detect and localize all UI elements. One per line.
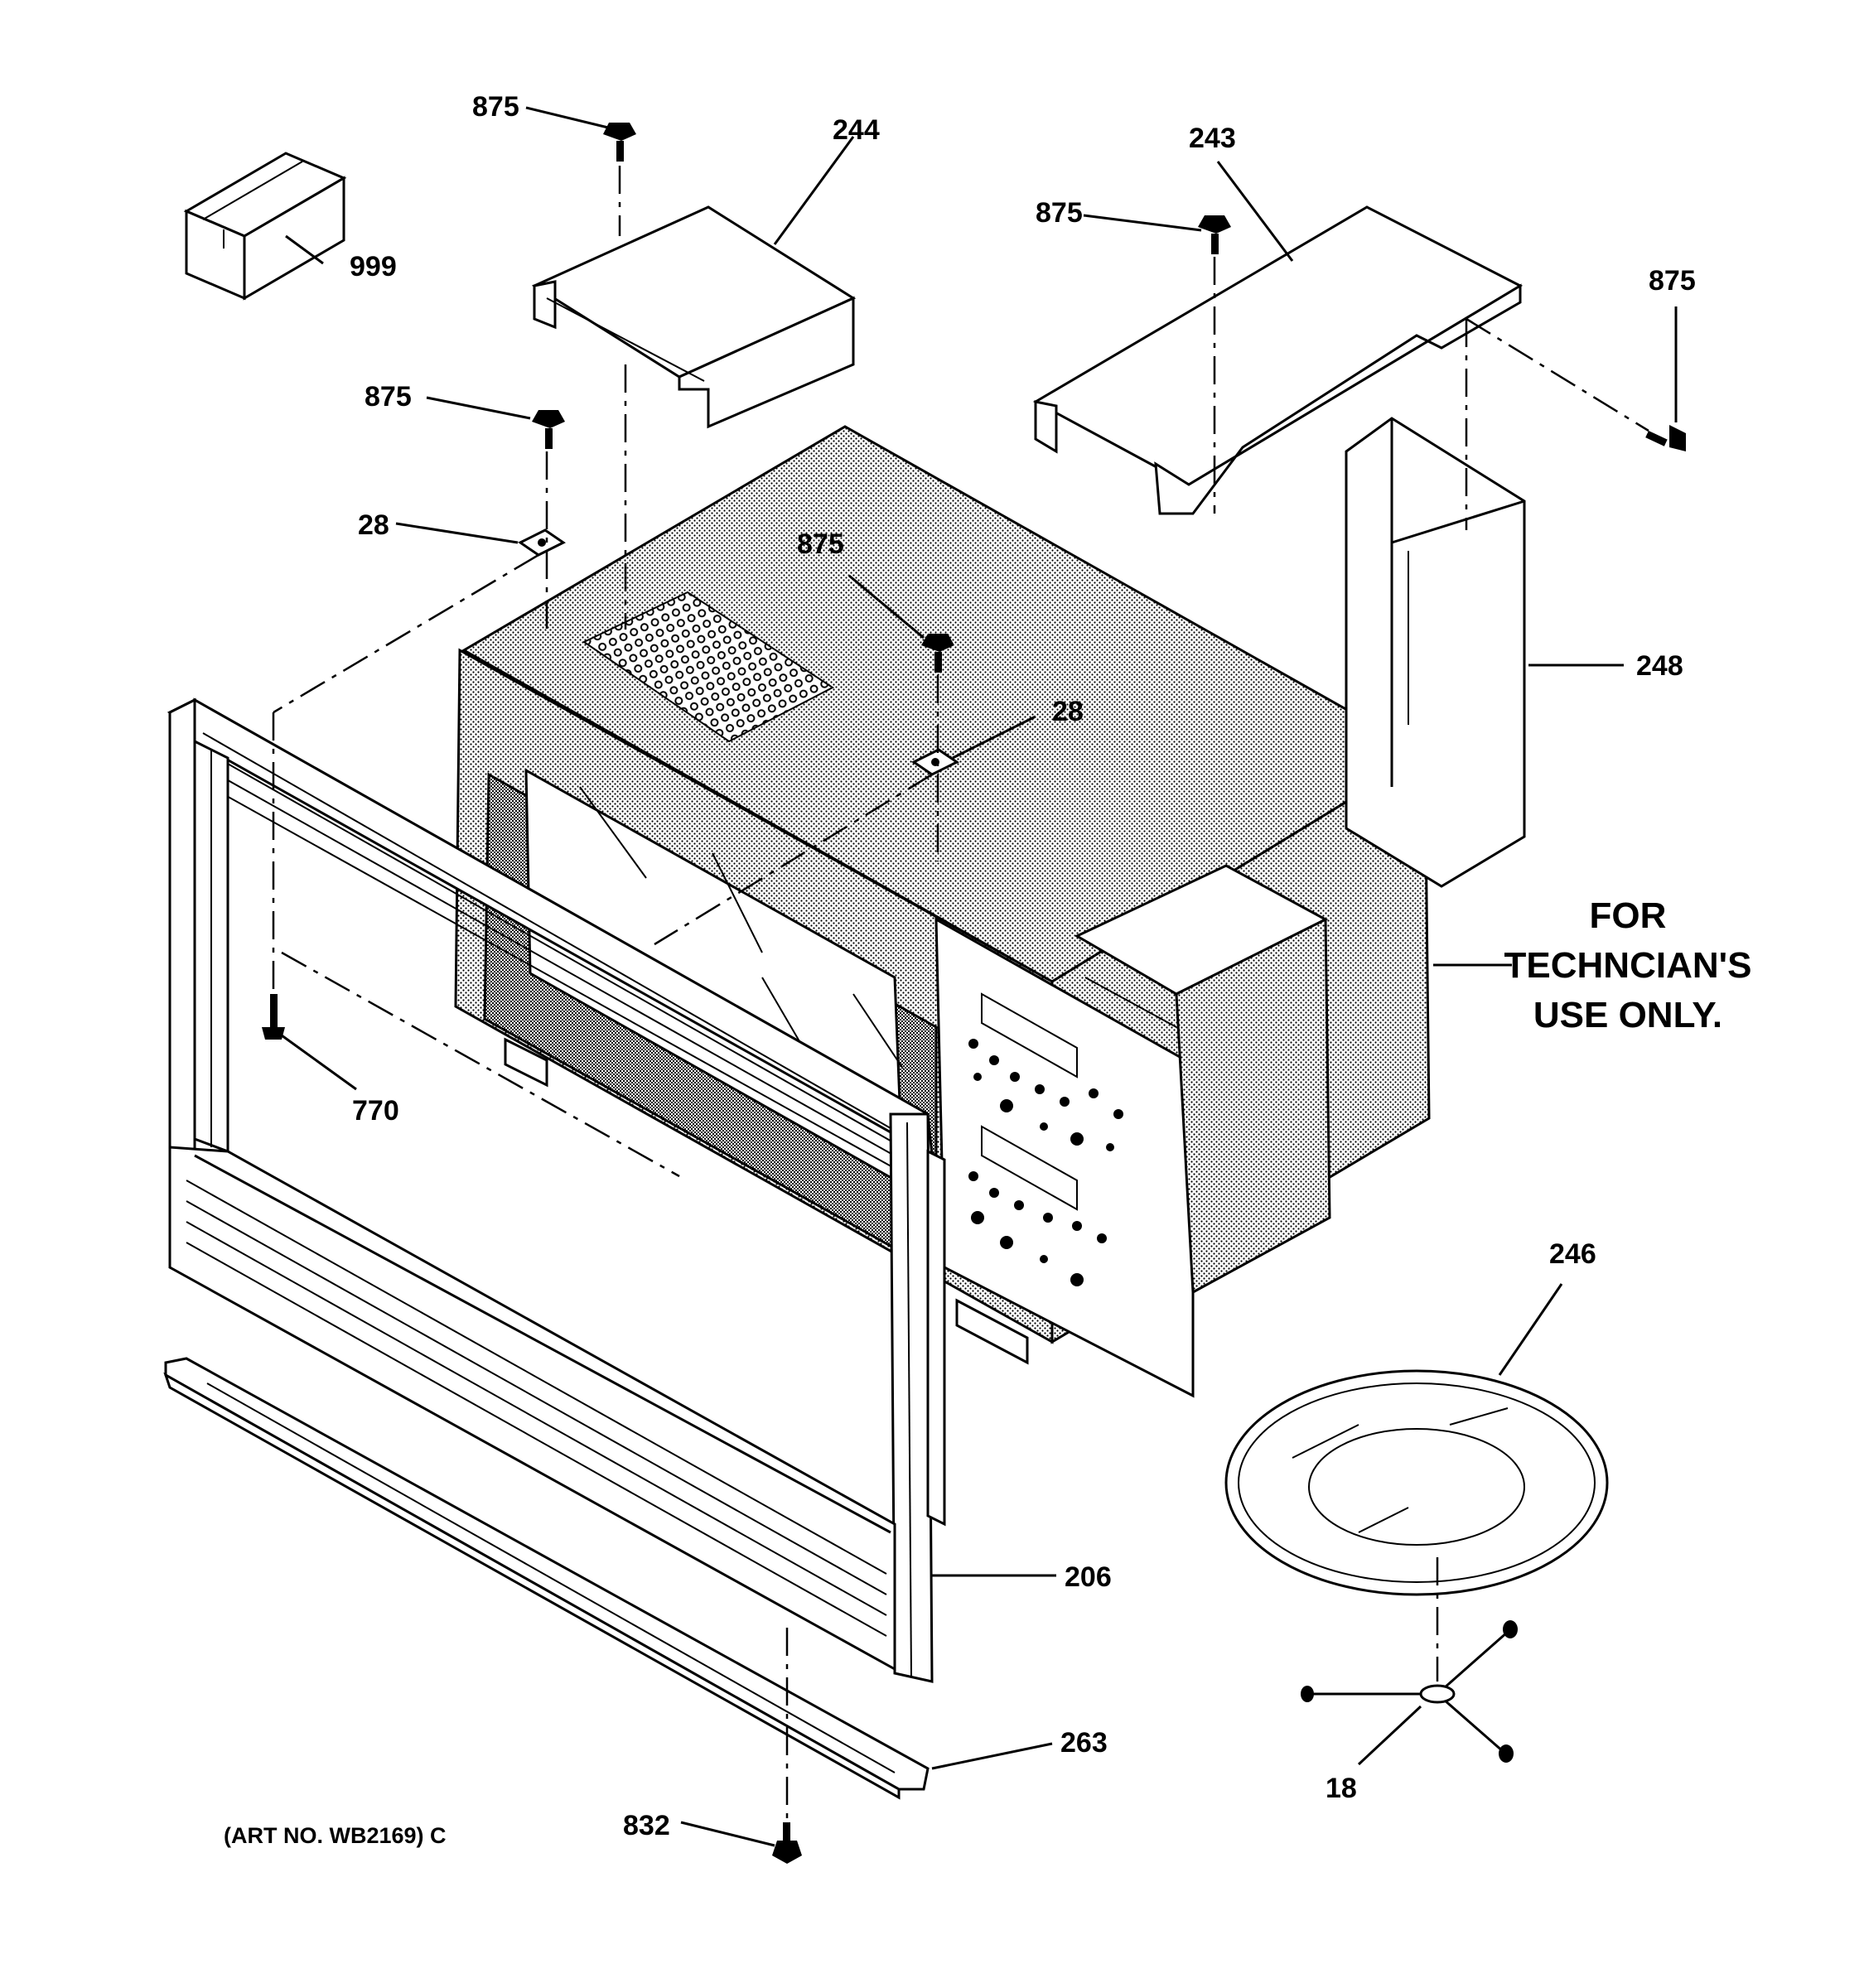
- screw-875-b: [1198, 215, 1231, 254]
- part-244-cover: [531, 205, 857, 429]
- label-28-center: 28: [1052, 696, 1084, 727]
- screw-832: [772, 1822, 802, 1864]
- label-244: 244: [833, 114, 880, 146]
- part-206-trim-frame: [167, 697, 946, 1683]
- label-875-left: 875: [365, 381, 412, 413]
- screw-875-c: [1645, 425, 1686, 451]
- screw-875-d: [532, 410, 565, 449]
- assembly-center-lines: [272, 166, 1649, 1818]
- label-875-center: 875: [797, 528, 844, 560]
- technician-note: FOR TECHNCIAN'S USE ONLY.: [1504, 895, 1752, 1035]
- art-number: (ART NO. WB2169) C: [224, 1823, 447, 1848]
- label-263: 263: [1060, 1727, 1108, 1759]
- label-875-top-right: 875: [1649, 265, 1696, 297]
- part-246-glass-tray: [1224, 1369, 1609, 1596]
- part-248-panel: [1345, 417, 1526, 888]
- label-246: 246: [1549, 1238, 1596, 1270]
- screw-875-e: [921, 634, 954, 673]
- label-18: 18: [1326, 1773, 1357, 1804]
- label-206: 206: [1065, 1561, 1112, 1593]
- label-832: 832: [623, 1810, 670, 1841]
- screw-770: [262, 994, 285, 1040]
- label-28-left: 28: [358, 509, 389, 541]
- part-999-box: [183, 152, 347, 301]
- clip-28-a: [518, 528, 566, 557]
- label-770: 770: [352, 1095, 399, 1127]
- leader-lines: [281, 106, 1678, 1847]
- part-263-bottom-trim: [163, 1357, 930, 1800]
- label-875-top-left: 875: [472, 91, 519, 123]
- note-line-3: USE ONLY.: [1533, 995, 1722, 1035]
- label-248: 248: [1636, 650, 1683, 682]
- part-18-roller-support: [1301, 1620, 1518, 1763]
- part-labels: 999 875 244 243 875 875 875 28 875 28 24…: [350, 91, 1696, 1841]
- control-panel-buttons: [968, 1039, 1123, 1286]
- note-line-1: FOR: [1590, 895, 1667, 936]
- part-243-cover: [1032, 205, 1524, 515]
- label-243: 243: [1189, 123, 1236, 154]
- label-875-top-center: 875: [1036, 197, 1083, 229]
- note-line-2: TECHNCIAN'S: [1504, 945, 1752, 986]
- label-999: 999: [350, 251, 397, 282]
